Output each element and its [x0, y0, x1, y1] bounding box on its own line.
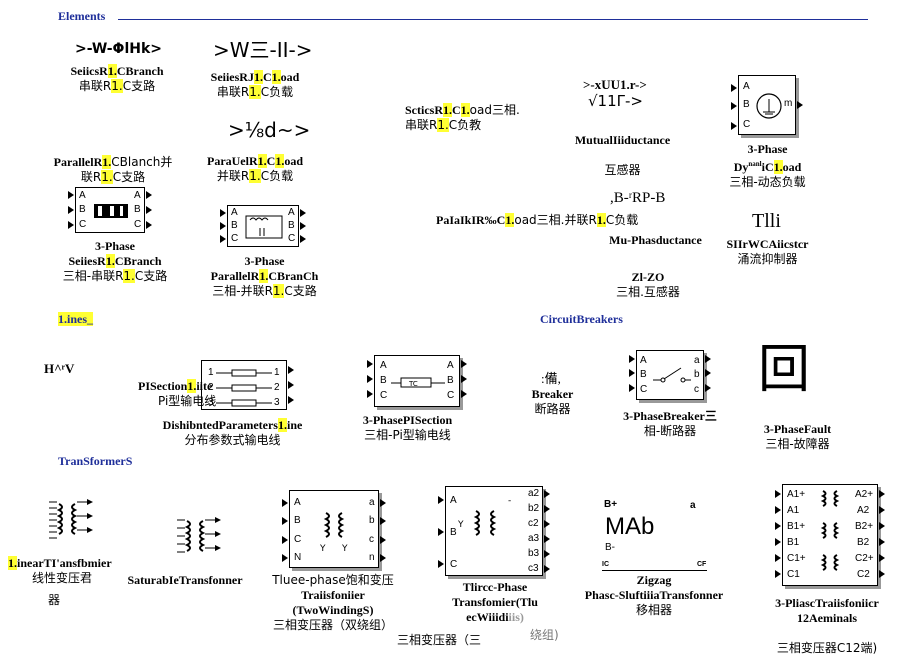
svg-text:Y: Y [457, 520, 464, 530]
zigzag-transformer-label: Zigzag Phasc-SluftiiiaTransfonner 移相器 [584, 573, 724, 617]
three-winding-transformer-icon: Y - [457, 496, 511, 536]
three-phase-transformer-three-windings-block[interactable]: A B C a2 b2 c2 a3 b3 c3 Y - [445, 486, 543, 576]
zigzag-ic: IC [602, 561, 609, 568]
three-phase-fault-label: 3-PhaseFault 三相-故障器 [763, 422, 832, 451]
transmission-symbol[interactable]: H^ʳV [44, 361, 75, 376]
parallel-rlc-load-label: ParaUelR1.C1.oad 并联R1.C负载 [206, 154, 303, 183]
pi-section-line-block[interactable]: 1 2 3 1 2 3 [201, 360, 287, 410]
svg-text:TC: TC [408, 380, 418, 388]
linear-transformer-icon[interactable] [43, 498, 93, 548]
breaker-symbol[interactable]: :備, [541, 371, 561, 386]
zigzag-underline [602, 570, 707, 571]
saturable-transformer-label: SaturabIeTransfonner [127, 573, 243, 587]
series-rlc-branch-symbol[interactable]: >-W-ΦlHk> [75, 41, 162, 57]
three-phase-transformer-three-windings-label: Tlircc-Phase Transfomier(Tlu ecWiiidiiis… [452, 580, 538, 624]
parallel-rlc-branch-label: ParallelR1.CBlanch并 联R1.C支路 [53, 155, 173, 184]
breaker-switch-icon [653, 367, 691, 383]
three-phase-mutual-label: Mu-Phasductance [609, 233, 702, 247]
linear-transformer-label: 1.inearTI'ansfbmier 线性变压君 [8, 556, 112, 585]
line-icon [216, 369, 272, 407]
svg-text:Y: Y [319, 544, 326, 554]
surge-arrester-symbol[interactable]: Tlli [752, 210, 781, 232]
three-phase-transformer-two-windings-label: Tluee-phase饱和变压 Traiisfoniier (TwoWindin… [272, 573, 394, 632]
dynamic-load-icon [756, 93, 782, 119]
section-divider [118, 19, 868, 20]
mutual-inductance-label: MutualIiiductance 互感器 [574, 133, 671, 177]
three-phase-parallel-rlc-branch-label: 3-Phase ParallelR1.CBranCh 三相-并联R1.C支路 [210, 254, 319, 298]
three-phase-breaker-block[interactable]: A B C a b c [636, 350, 704, 400]
mutual-inductance-symbol-top[interactable]: >-xUU1.r-> [583, 77, 647, 92]
three-phase-parallel-rlc-branch-block[interactable]: A B C A B C [227, 205, 299, 247]
three-phase-breaker-label: 3-PhaseBreaker三 相-断路器 [623, 409, 717, 438]
twelve-terminal-windings-icon [820, 490, 840, 571]
pi-line-icon: TC [391, 377, 445, 388]
surge-arrester-label: SIIrWCAiicstcr 涌流抑制器 [726, 237, 809, 266]
parallel-rlc-load-symbol[interactable]: >⅛d~> [228, 118, 311, 142]
section-title-elements: Elements [58, 9, 106, 23]
section-title-lines: 1.ines_ [58, 312, 94, 326]
section-title-breakers: CircuitBreakers [540, 312, 623, 326]
series-rlc-load-label: SeiiesRJ1.C1.oad 串联R1.C负载 [210, 70, 300, 99]
zigzag-bplus: B+ [604, 499, 618, 510]
zigzag-cf: CF [697, 561, 707, 568]
three-phase-transformer-three-windings-cn2: 绕组) [530, 628, 559, 642]
transformer-windings-icon: Y Y [319, 512, 348, 554]
dynamic-load-block[interactable]: A B C m [738, 75, 796, 135]
three-phase-pi-section-block[interactable]: A B C A B C TC [374, 355, 460, 407]
saturable-transformer-icon[interactable] [173, 516, 223, 566]
svg-text:-: - [508, 496, 511, 506]
dynamic-load-label: 3-Phase DynanliC1.oad 三相-动态负载 [729, 142, 806, 189]
three-phase-transformer-three-windings-cn: 三相变压器（三 [397, 633, 482, 647]
svg-text:Y: Y [341, 544, 348, 554]
linear-transformer-label-cont: 器 [48, 593, 61, 607]
twelve-terminal-transformer-block[interactable]: A1+ A1 B1+ B1 C1+ C1 A2+ A2 B2+ B2 C2+ C… [782, 484, 878, 586]
series-rlc-icon [94, 204, 128, 218]
section-title-transformers: TranSformerS [58, 454, 133, 468]
three-phase-fault-symbol[interactable]: 回 [758, 340, 811, 400]
pi-section-line-label: PISection1.iite Pi型输电线 [138, 379, 217, 408]
breaker-label: Breaker 断路器 [531, 387, 574, 416]
series-rlc-branch-label: SeiicsR1.CBranch 串联R1.C支路 [70, 64, 164, 93]
zigzag-bminus: B- [605, 542, 615, 553]
parallel-rlc-icon [245, 215, 283, 239]
three-phase-series-rlc-branch-block[interactable]: A B C A B C [75, 187, 145, 233]
three-phase-parallel-rlc-load-label: PaIaIkIR‰C1.oad三相.并联R1.C负载 [436, 213, 639, 227]
three-phase-series-rlc-branch-label: 3-Phase SeiiesR1.CBranch 三相-串联R1.C支路 [62, 239, 168, 283]
distributed-line-label: DishibntedParameters1.ine 分布参数式输电线 [162, 418, 303, 447]
three-phase-transformer-two-windings-block[interactable]: A B C N a b c n Y Y [289, 490, 379, 568]
three-phase-mutual-symbol[interactable]: ,B-ʳRP-B [610, 190, 666, 206]
series-rlc-load-symbol[interactable]: >W三-II-> [213, 38, 313, 62]
mutual-inductance-symbol-bottom: √11Γ-> [588, 92, 643, 110]
zigzag-a: a [690, 500, 696, 511]
three-phase-mutual-zl-label: Zl-ZO 三相.互感器 [616, 270, 680, 299]
twelve-terminal-transformer-label: 3-PliascTraiisfoniicr 12Aeminals 三相变压器C1… [775, 596, 879, 655]
series-rlc-load3-label[interactable]: ScticsR1.C1.oad三相. 串联R1.C负教 [405, 103, 520, 132]
three-phase-pi-section-label: 3-PhasePISection 三相-Pi型输电线 [362, 413, 453, 442]
zigzag-symbol[interactable]: MAb [605, 513, 655, 540]
